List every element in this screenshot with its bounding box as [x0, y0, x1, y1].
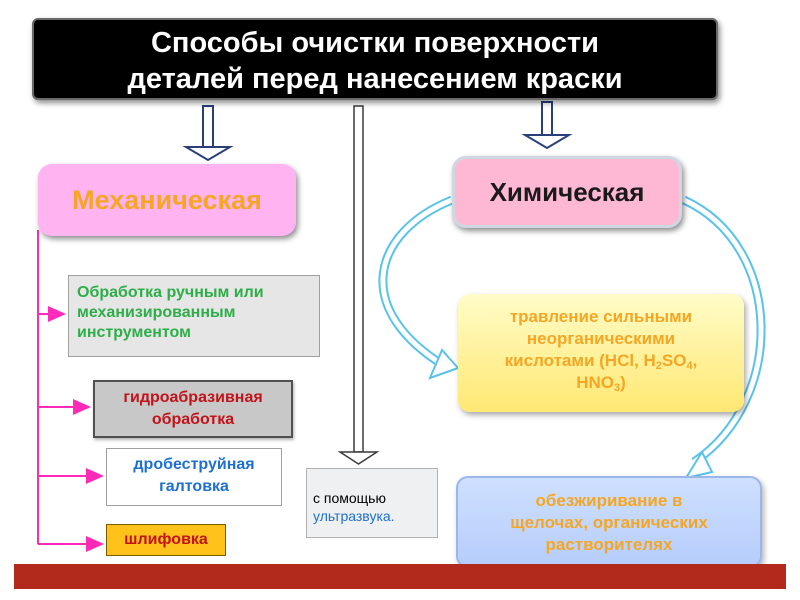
shot-blasting-box: дробеструйная галтовка: [106, 448, 282, 506]
etch-line-4: HNO3): [458, 372, 744, 394]
hydroabrasive-box: гидроабразивная обработка: [93, 380, 293, 438]
mechanical-category-box: Механическая: [38, 164, 296, 236]
acid-etching-box: травление сильными неорганическими кисло…: [458, 294, 744, 412]
mechanical-branch-connectors: [37, 230, 104, 552]
hydro-line-1: гидроабразивная: [123, 389, 263, 406]
etch-line-2: неорганическими: [526, 329, 676, 348]
curved-arrow-to-degreasing: [682, 195, 766, 480]
degrease-line-2: щелочах, органических: [510, 513, 708, 532]
shot-line-2: галтовка: [159, 478, 229, 495]
manual-line-2: механизированным: [77, 304, 236, 321]
chemical-category-box: Химическая: [452, 156, 682, 228]
manual-tool-processing-box: Обработка ручным или механизированным ин…: [68, 275, 320, 357]
manual-line-3: инструментом: [77, 324, 191, 341]
title-line-2: деталей перед нанесением краски: [127, 63, 623, 95]
grind-label: шлифовка: [124, 531, 208, 548]
etch-sub-2: 4: [686, 360, 693, 372]
etch-line-4-prefix: HNO: [576, 373, 614, 392]
etch-line-1: травление сильными: [509, 307, 693, 326]
chemical-label: Химическая: [489, 177, 645, 207]
arrow-title-to-mechanical: [182, 105, 234, 162]
degrease-line-3: растворителях: [545, 535, 673, 554]
degreasing-box: обезжиривание в щелочах, органических ра…: [456, 476, 762, 568]
grinding-box: шлифовка: [106, 524, 226, 556]
arrow-title-to-chemical: [521, 101, 573, 150]
etch-line-3: кислотами (HCl, H2SO4,: [458, 350, 744, 372]
arrow-title-to-ultrasound: [337, 105, 380, 465]
etch-line-3-mid: SO: [661, 351, 687, 370]
curved-arrow-to-etching: [378, 195, 460, 380]
etch-sub-1: 2: [655, 360, 662, 372]
etch-sub-3: 3: [613, 382, 621, 394]
degrease-line-1: обезжиривание в: [535, 491, 683, 510]
shot-line-1: дробеструйная: [133, 456, 255, 473]
ultra-line-1: с помощью: [313, 490, 386, 506]
etch-line-3-suffix: ,: [692, 351, 698, 370]
page-title: Способы очистки поверхности деталей пере…: [32, 18, 718, 100]
hydro-line-2: обработка: [151, 411, 235, 428]
mechanical-label: Механическая: [72, 185, 262, 215]
ultra-line-2: ультразвука.: [313, 508, 395, 524]
ultrasound-box: с помощью ультразвука.: [306, 468, 438, 538]
manual-line-1: Обработка ручным или: [77, 284, 264, 301]
title-line-1: Способы очистки поверхности: [150, 27, 600, 59]
footer-bar: [14, 564, 786, 589]
etch-line-4-suffix: ): [620, 373, 626, 392]
etch-line-3-prefix: кислотами (HCl, H: [504, 351, 656, 370]
